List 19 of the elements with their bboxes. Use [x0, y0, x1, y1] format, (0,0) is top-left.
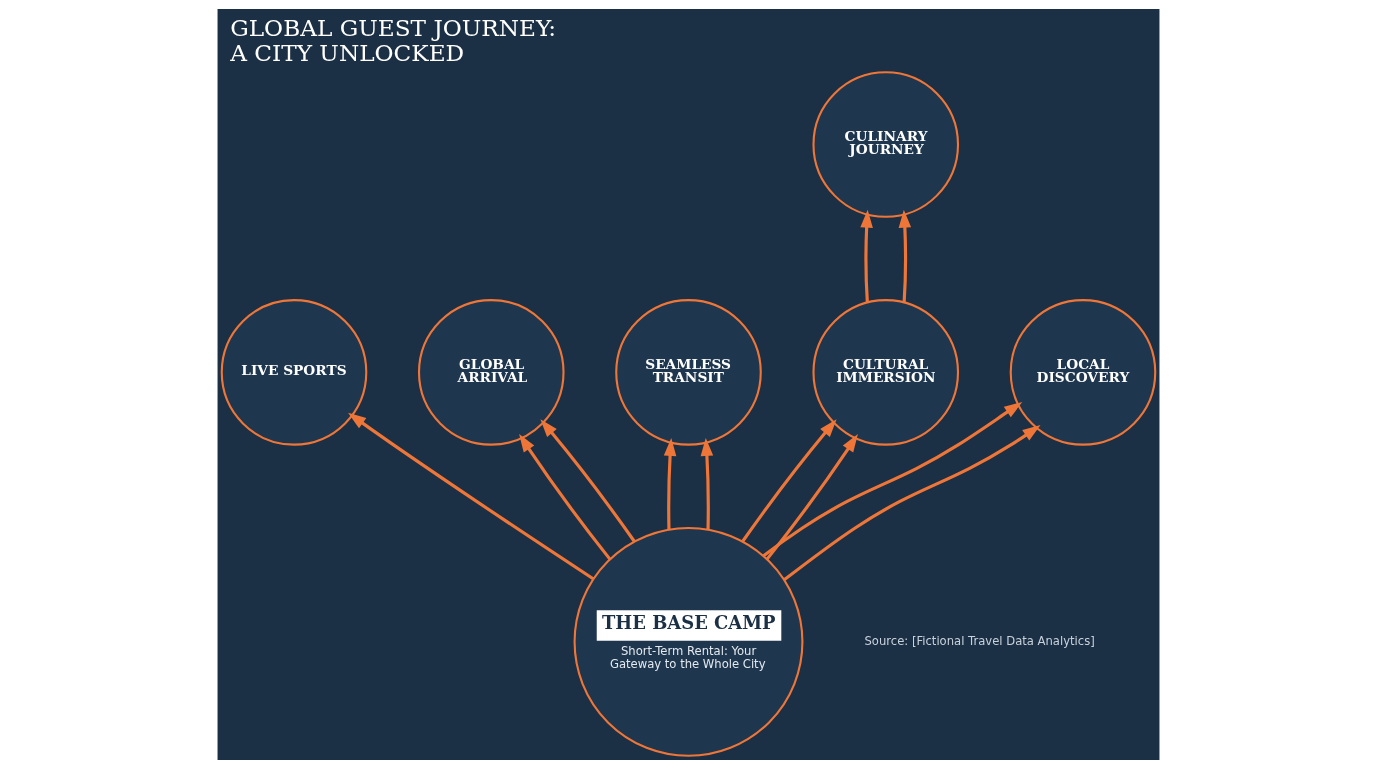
node-circle: THE BASE CAMP Short-Term Rental: Your Gateway to the Whole City	[573, 526, 803, 757]
arrow	[859, 209, 873, 302]
node-circle: LOCAL DISCOVERY	[1009, 298, 1156, 446]
arrow	[765, 433, 858, 560]
node-circle: SEAMLESS TRANSIT	[614, 298, 762, 446]
arrow	[782, 424, 1040, 581]
node-circle: CULTURAL IMMERSION	[811, 298, 959, 446]
node-circle: GLOBAL ARRIVAL	[417, 298, 565, 446]
arrow	[663, 437, 676, 529]
label: Source: [Fictional Travel Data Analytics]	[863, 633, 1095, 648]
arrow	[518, 433, 611, 560]
arrow	[740, 418, 837, 542]
arrow	[898, 209, 911, 302]
arrow	[700, 437, 713, 529]
arrow	[539, 418, 636, 542]
arrow	[761, 401, 1022, 557]
arrow	[347, 412, 594, 580]
diagram-title: GLOBAL GUEST JOURNEY: A CITY UNLOCKED	[229, 13, 556, 66]
node-circle: CULINARY JOURNEY	[811, 70, 959, 218]
